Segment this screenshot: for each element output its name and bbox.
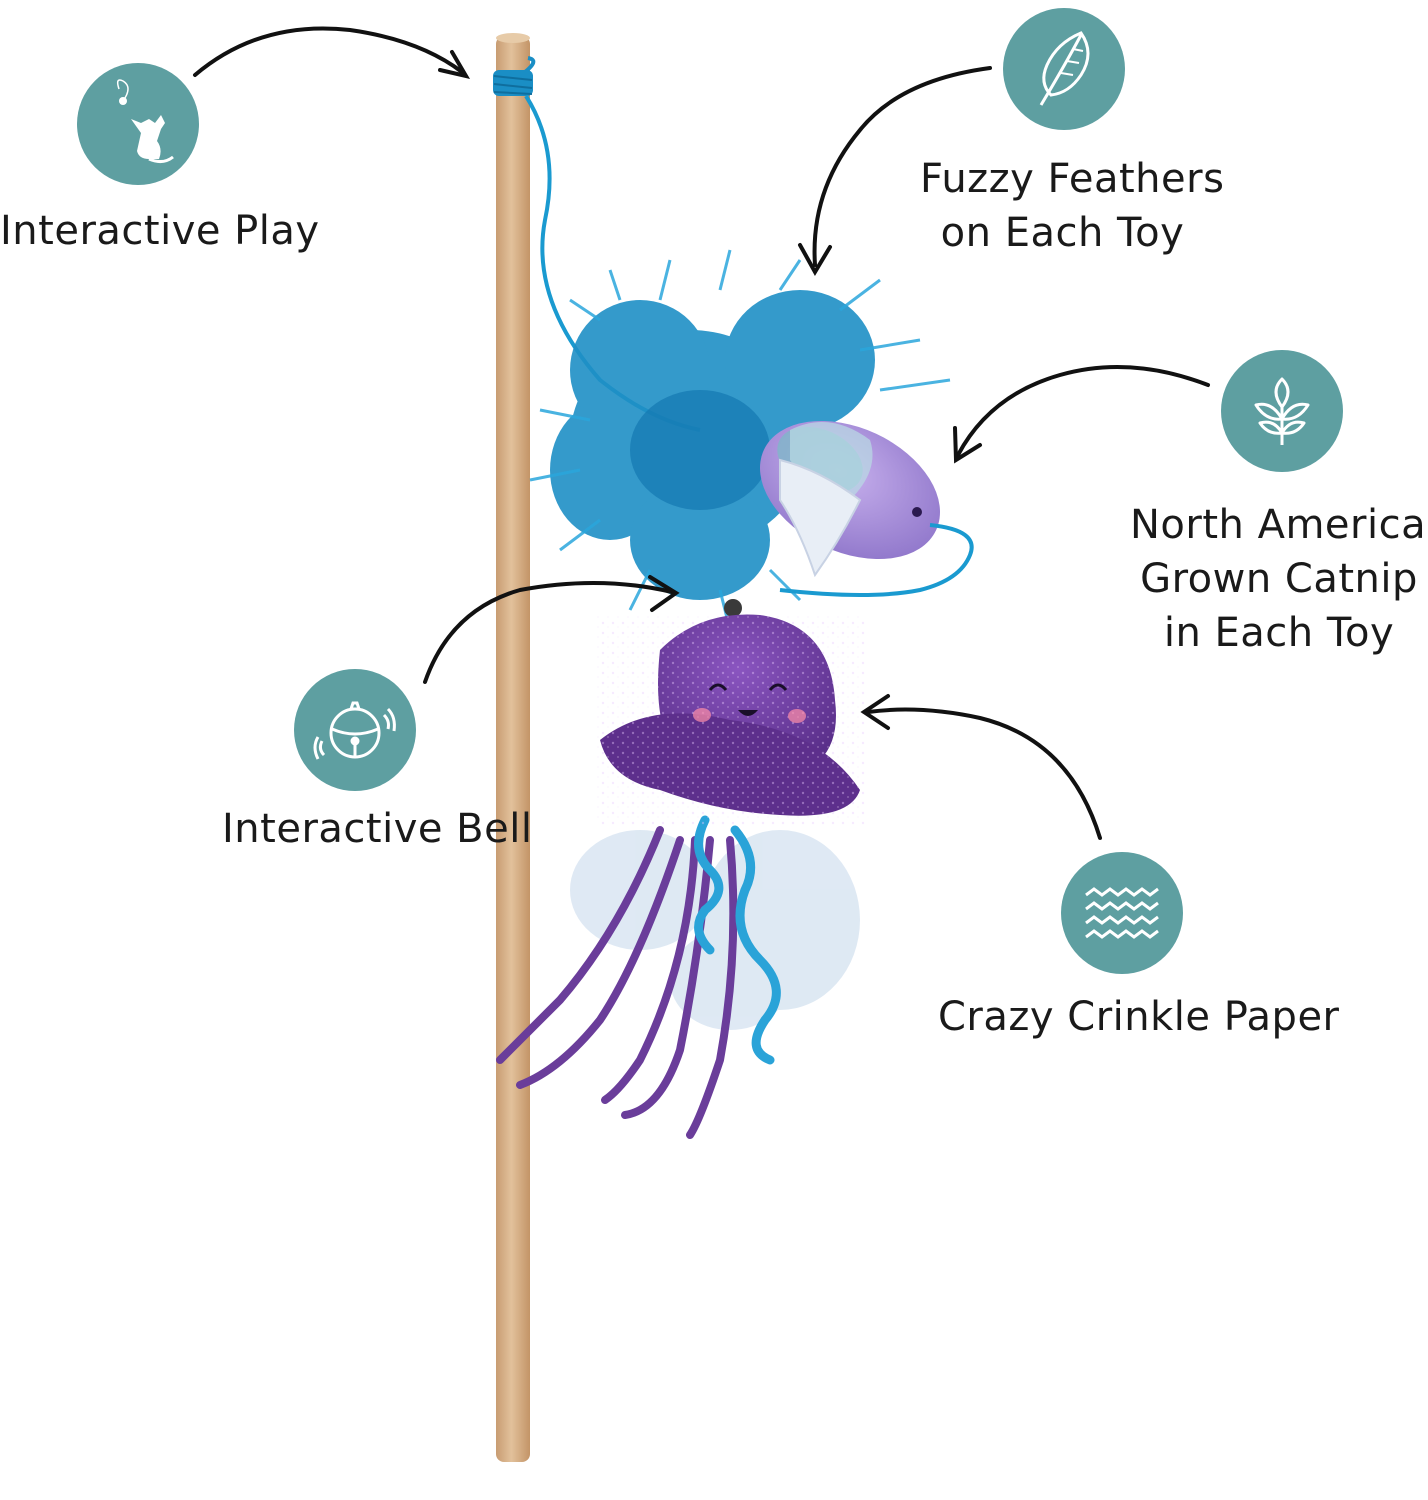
- crinkle-paper-label: Crazy Crinkle Paper: [938, 994, 1340, 1040]
- arrow-to-wand: [193, 26, 464, 77]
- catnip-line-3: in Each Toy: [1163, 610, 1395, 656]
- interactive-bell-label: Interactive Bell: [222, 806, 533, 852]
- catnip-badge: [1221, 350, 1343, 472]
- wooden-wand: [493, 33, 536, 1462]
- fuzzy-feathers-line-1: Fuzzy Feathers: [920, 156, 1225, 202]
- bell-icon: [313, 701, 396, 760]
- crinkle-paper-badge: [1061, 852, 1183, 974]
- arrow-to-jellyfish: [866, 707, 1102, 840]
- fuzzy-feathers-line-2: on Each Toy: [940, 210, 1185, 256]
- arrow-to-bell: [423, 580, 674, 684]
- feathered-fish-toy: [529, 249, 974, 631]
- catnip-label: North American Grown Catnip in Each Toy: [1130, 498, 1428, 660]
- sprout-leaf-icon: [1254, 377, 1310, 445]
- wave-lines-icon: [1085, 887, 1159, 939]
- jellyfish-toy: [496, 599, 865, 1139]
- interactive-play-badge: [77, 63, 199, 185]
- interactive-bell-badge: [294, 669, 416, 791]
- catnip-line-1: North American: [1130, 502, 1428, 548]
- feather-icon: [1039, 31, 1090, 106]
- fuzzy-feathers-badge: [1003, 8, 1125, 130]
- arrow-to-fish: [956, 365, 1210, 457]
- fuzzy-feathers-label: Fuzzy Feathers on Each Toy: [920, 152, 1225, 260]
- interactive-play-label: Interactive Play: [0, 208, 320, 254]
- catnip-line-2: Grown Catnip: [1140, 556, 1418, 602]
- arrow-to-feathers: [812, 66, 992, 267]
- cat-playing-icon: [116, 79, 174, 164]
